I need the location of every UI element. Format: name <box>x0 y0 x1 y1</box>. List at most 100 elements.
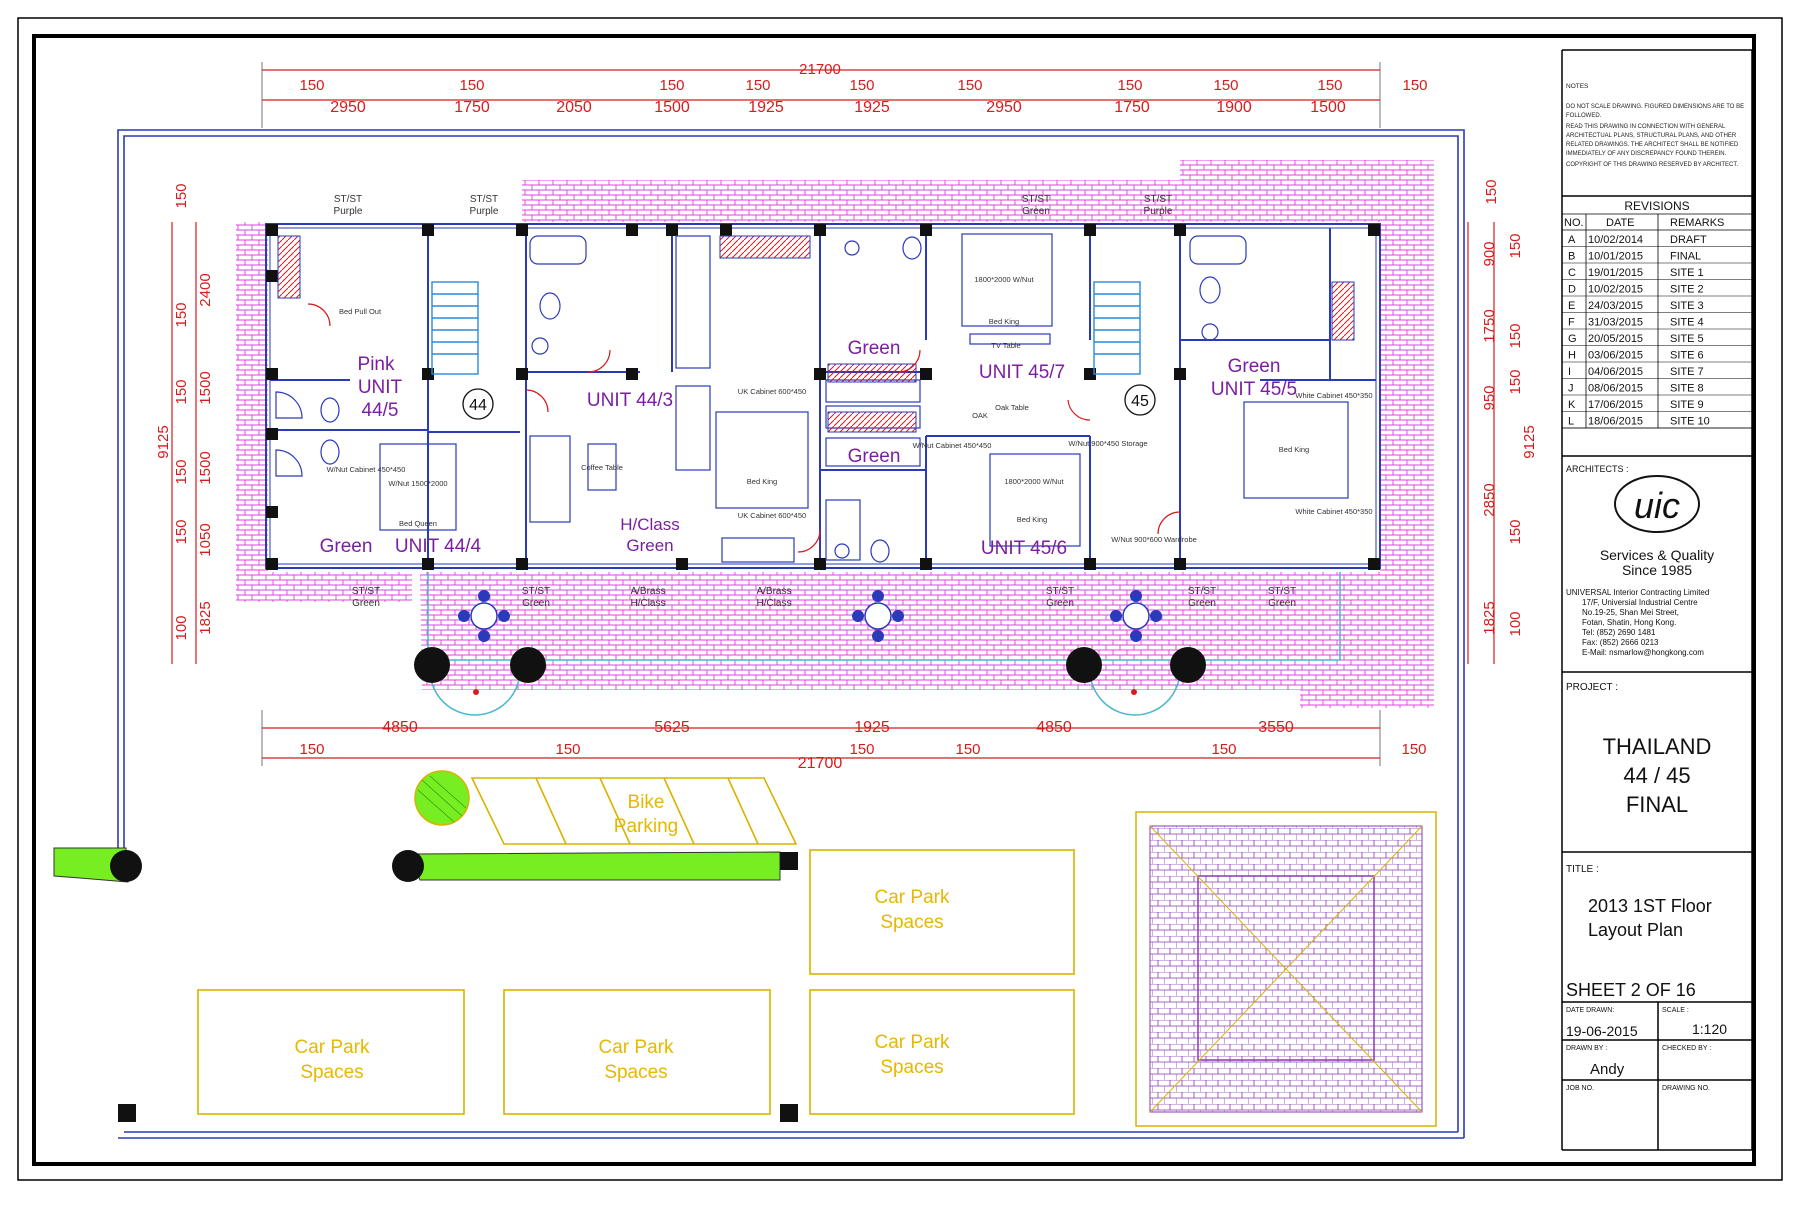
dim-top-seg: 2950 <box>986 99 1022 116</box>
dim-left-seg: 150 <box>173 519 190 544</box>
title-line-2: Layout Plan <box>1588 920 1683 940</box>
uk-cabinet-1-label: UK Cabinet 600*450 <box>738 387 806 396</box>
revision-no: L <box>1568 415 1574 427</box>
dim-top-seg: 1750 <box>1114 99 1150 116</box>
revision-remarks: DRAFT <box>1670 234 1707 246</box>
revision-no: B <box>1568 250 1575 262</box>
dim-left-seg: 150 <box>173 302 190 327</box>
unit-45-5-l1: Green <box>1228 356 1281 377</box>
dim-top-small: 150 <box>459 77 484 94</box>
dim-right-seg: 150 <box>1507 233 1524 258</box>
revision-remarks: SITE 2 <box>1670 283 1704 295</box>
company-line: No.19-25, Shan Mei Street, <box>1582 608 1679 617</box>
title-label: TITLE : <box>1566 864 1599 875</box>
revision-no: D <box>1568 283 1576 295</box>
title-line-1: 2013 1ST Floor <box>1588 896 1712 916</box>
dim-top-small: 150 <box>1402 77 1427 94</box>
oak-label: OAK <box>972 411 988 420</box>
tag-bottom-6-l2: Green <box>1188 598 1216 609</box>
revision-remarks: FINAL <box>1670 250 1701 262</box>
sheet-number: SHEET 2 OF 16 <box>1566 980 1696 1000</box>
notes-line: IMMEDIATELY OF ANY DISCREPANCY FOUND THE… <box>1566 151 1727 157</box>
drawn-by: Andy <box>1590 1061 1625 1078</box>
bottom-dimensions: 4850 5625 1925 4850 3550 150 150 150 150… <box>261 710 1427 772</box>
tag-top-3-l1: ST/ST <box>1022 194 1050 205</box>
dim-right-seg: 150 <box>1507 369 1524 394</box>
furniture-labels: Bed Queen W/Nut 1500*2000 Bed Pull Out B… <box>327 275 1373 544</box>
tag-top-2-l2: Purple <box>470 206 499 217</box>
balcony <box>427 572 1341 716</box>
company-line: UNIVERSAL Interior Contracting Limited <box>1566 588 1709 597</box>
bike-label-l2: Parking <box>614 816 678 837</box>
dim-top-small: 150 <box>849 77 874 94</box>
dim-bottom-seg: 1925 <box>854 719 890 736</box>
dim-bottom-overall: 21700 <box>798 755 843 772</box>
bed-king-outline <box>989 453 1081 547</box>
tagline-1: Services & Quality <box>1600 547 1714 563</box>
revision-date: 10/02/2015 <box>1588 283 1643 295</box>
oak-table-label: Oak Table <box>995 403 1029 412</box>
stairs <box>431 281 1141 375</box>
notes-heading: NOTES <box>1566 83 1589 90</box>
revision-date: 31/03/2015 <box>1588 316 1643 328</box>
stair-45-label: 45 <box>1131 393 1149 410</box>
revision-date: 10/02/2014 <box>1588 234 1643 246</box>
tag-bottom-4-l1: A/Brass <box>756 586 791 597</box>
checked-by-label: CHECKED BY : <box>1662 1045 1711 1052</box>
date-drawn: 19-06-2015 <box>1566 1023 1638 1039</box>
stair-44-circle <box>462 388 494 420</box>
green-lower-label: Green <box>848 446 901 467</box>
bike-parking <box>470 777 798 845</box>
tag-bottom-1-l2: Green <box>352 598 380 609</box>
tag-top-1-l1: ST/ST <box>334 194 362 205</box>
dim-right-seg: 1825 <box>1481 601 1498 634</box>
date-drawn-label: DATE DRAWN: <box>1566 1007 1614 1014</box>
drawing-border <box>32 34 1756 1166</box>
wnut-1500-label: W/Nut 1500*2000 <box>388 479 447 488</box>
room-labels: Pink UNIT 44/5 Green UNIT 44/4 UNIT 44/3… <box>320 338 1298 559</box>
company-line: Tel: (852) 2690 1481 <box>1582 628 1656 637</box>
company-line: Fotan, Shatin, Hong Kong. <box>1582 618 1676 627</box>
revision-remarks: SITE 1 <box>1670 267 1704 279</box>
car-park-4-l1: Car Park <box>599 1037 674 1058</box>
wardrobe-label: W/Nut 900*600 Wardrobe <box>1111 535 1197 544</box>
company-line: E-Mail: nsmarlow@hongkong.com <box>1582 648 1704 657</box>
dim-right-overall: 9125 <box>1521 425 1538 458</box>
revision-no: C <box>1568 267 1576 279</box>
unit-44-3-label: UNIT 44/3 <box>587 390 673 411</box>
dim-top-small: 150 <box>957 77 982 94</box>
white-cab-1-label: White Cabinet 450*350 <box>1295 391 1372 400</box>
dim-top-seg: 1750 <box>454 99 490 116</box>
car-park-3-l1: Car Park <box>295 1037 370 1058</box>
dim-top-seg: 1925 <box>854 99 890 116</box>
unit-44-4-color: Green <box>320 536 373 557</box>
dim-left-seg: 1500 <box>197 371 214 404</box>
project-line: 44 / 45 <box>1623 763 1690 788</box>
tag-top-3-l2: Green <box>1022 206 1050 217</box>
revision-remarks: SITE 9 <box>1670 399 1704 411</box>
uk-cabinet-2-label: UK Cabinet 600*450 <box>738 511 806 520</box>
car-park-1-l1: Car Park <box>875 887 950 908</box>
tag-bottom-2-l2: Green <box>522 598 550 609</box>
revision-remarks: SITE 10 <box>1670 415 1710 427</box>
right-dimensions: 9125 150 900 150 1750 150 950 150 2850 1… <box>1467 179 1538 664</box>
notes-line: COPYRIGHT OF THIS DRAWING RESERVED BY AR… <box>1566 162 1738 168</box>
bed-king-label-3: Bed King <box>747 477 777 486</box>
notes-line: READ THIS DRAWING IN CONNECTION WITH GEN… <box>1566 124 1726 130</box>
notes-line: ARCHITECTUAL PLANS, STRUCTURAL PLANS, AN… <box>1566 133 1737 139</box>
window-tags: ST/ST Purple ST/ST Purple ST/ST Green ST… <box>334 194 1297 609</box>
car-park-2-l2: Spaces <box>880 1057 943 1078</box>
dim-right-seg: 150 <box>1483 179 1500 204</box>
company-line: Fax: (852) 2666 0213 <box>1582 638 1659 647</box>
car-park-1-l2: Spaces <box>880 912 943 933</box>
revision-date: 24/03/2015 <box>1588 300 1643 312</box>
tag-bottom-6-l1: ST/ST <box>1188 586 1216 597</box>
revision-remarks: SITE 4 <box>1670 316 1704 328</box>
revision-no: A <box>1568 234 1576 246</box>
red-hatching <box>277 235 1355 433</box>
project-line: THAILAND <box>1603 734 1712 759</box>
dim-left-seg: 1050 <box>197 523 214 556</box>
